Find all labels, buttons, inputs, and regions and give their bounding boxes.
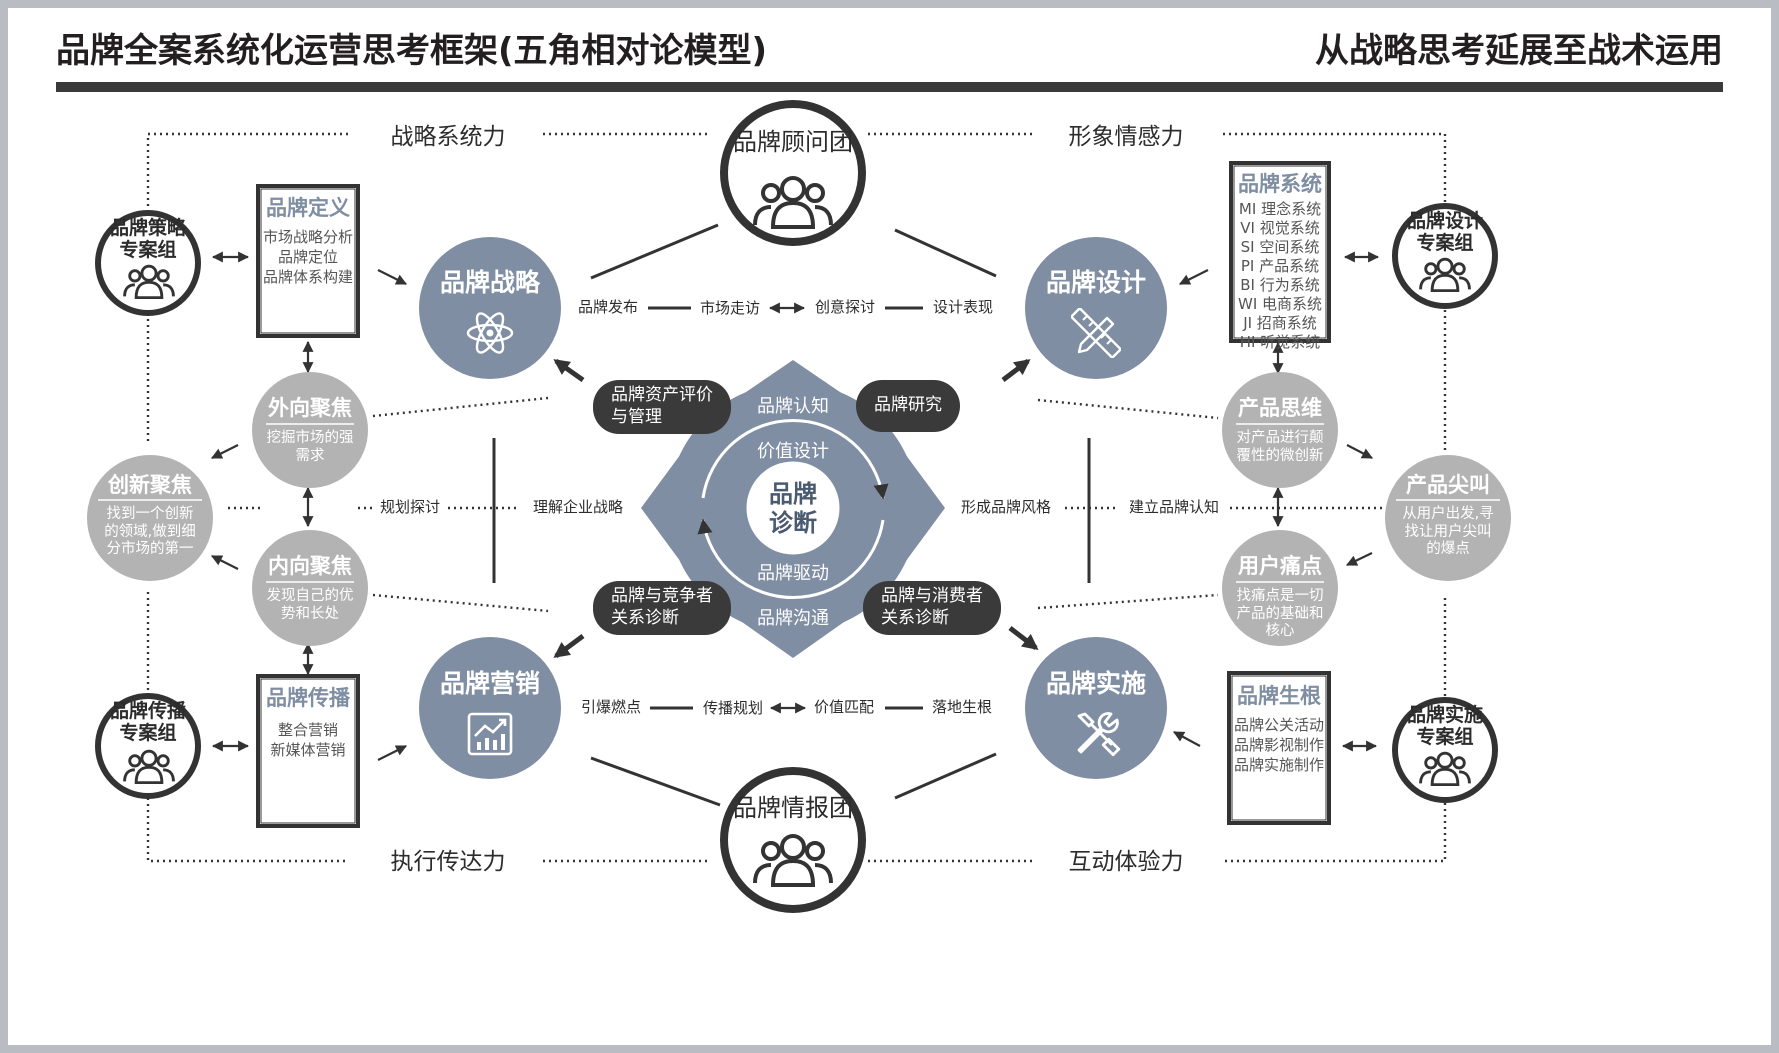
flow-left-0: 规划探讨	[379, 498, 441, 516]
core-implementation-title: 品牌实施	[1045, 669, 1147, 698]
wrench-screwdriver-icon	[1077, 712, 1121, 757]
focus-product-peak-title: 产品尖叫	[1406, 473, 1490, 497]
focus-circles	[87, 372, 1511, 646]
cards	[256, 161, 1331, 828]
pill-consumer-diagnosis: 品牌与消费者 关系诊断	[863, 581, 1001, 635]
card-system-line: SI 空间系统	[1240, 238, 1320, 256]
people-icon-strategy-group	[123, 264, 175, 299]
card-rooting-line: 品牌影视制作	[1233, 736, 1325, 754]
diagnosis-shape	[641, 360, 945, 658]
group-impl-label: 品牌实施 专案组	[1406, 704, 1484, 748]
card-system-line: MI 理念系统	[1238, 200, 1322, 218]
card-system-title: 品牌系统	[1238, 172, 1322, 196]
ruler-pencil-icon	[1071, 308, 1121, 358]
atom-icon	[466, 312, 514, 354]
focus-underlines	[98, 423, 1500, 583]
diagnosis-center-label: 品牌 诊断	[769, 480, 817, 537]
force-top-left: 战略系统力	[390, 124, 506, 150]
card-system-line: VI 视觉系统	[1240, 219, 1320, 237]
pill-brand-research: 品牌研究	[856, 380, 960, 432]
force-top-right: 形象情感力	[1068, 124, 1184, 150]
card-rooting-title: 品牌生根	[1237, 684, 1321, 708]
group-circles	[95, 203, 1498, 803]
card-system-line: JI 招商系统	[1243, 314, 1317, 332]
focus-product-peak-desc: 从用户出发,寻找让用户尖叫的爆点	[1402, 506, 1494, 558]
ring-label-cognition: 品牌认知	[757, 396, 829, 417]
focus-outward-desc: 挖掘市场的强需求	[266, 430, 354, 464]
small-arrows	[211, 251, 1380, 761]
card-system-line: PI 产品系统	[1240, 257, 1320, 275]
focus-product-thinking-title: 产品思维	[1238, 396, 1322, 420]
people-icon-advisor	[753, 176, 833, 229]
focus-innovation-title: 创新聚焦	[108, 473, 192, 497]
card-definition-line: 品牌定位	[277, 248, 339, 266]
flow-top-3: 设计表现	[932, 298, 994, 316]
page-subtitle: 从战略思考延展至战术运用	[1315, 31, 1723, 71]
focus-outward-title: 外向聚焦	[268, 396, 352, 420]
card-definition-line: 市场战略分析	[262, 228, 354, 246]
people-icon-design-group	[1419, 257, 1471, 292]
page-title: 品牌全案系统化运营思考框架(五角相对论模型)	[56, 31, 768, 71]
flow-left-1: 理解企业战略	[532, 498, 624, 516]
flow-bottom-1: 传播规划	[702, 699, 764, 717]
flow-right-0: 形成品牌风格	[960, 498, 1052, 516]
flow-bottom-2: 价值匹配	[813, 698, 875, 716]
focus-inward-title: 内向聚焦	[268, 554, 352, 578]
card-communication-title: 品牌传播	[266, 686, 350, 710]
ring-label-value-design: 价值设计	[757, 441, 829, 462]
pill-asset-evaluation: 品牌资产评价 与管理	[593, 380, 731, 434]
card-rooting-line: 品牌实施制作	[1233, 756, 1325, 774]
force-bottom-left: 执行传达力	[390, 849, 506, 875]
framework-canvas: 品牌全案系统化运营思考框架(五角相对论模型) 从战略思考延展至战术运用 战略系统…	[8, 8, 1771, 1045]
group-design-label: 品牌设计 专案组	[1406, 210, 1484, 254]
flow-bottom-3: 落地生根	[931, 698, 993, 716]
force-bottom-right: 互动体验力	[1068, 849, 1184, 875]
core-circles	[419, 237, 1167, 779]
flow-double-arrows	[768, 302, 807, 714]
core-arrows	[553, 358, 1039, 659]
focus-inward-desc: 发现自己的优势和长处	[266, 588, 354, 622]
flow-top-1: 市场走访	[699, 299, 761, 317]
ring-label-drive: 品牌驱动	[757, 563, 829, 584]
flow-right-1: 建立品牌认知	[1128, 498, 1220, 516]
flow-top-2: 创意探讨	[814, 298, 876, 316]
vertical-separators	[492, 438, 1091, 583]
hub-advisor-label: 品牌顾问团	[733, 128, 853, 156]
pill-competitor-diagnosis: 品牌与竞争者 关系诊断	[593, 581, 731, 635]
hub-connectors	[590, 223, 997, 807]
core-strategy-title: 品牌战略	[439, 268, 541, 297]
flow-bottom-0: 引爆燃点	[580, 698, 642, 716]
outer-dotted-frame	[146, 132, 1447, 863]
focus-pain-point-desc: 找痛点是一切产品的基础和核心	[1236, 588, 1324, 640]
people-icon-impl-group	[1419, 751, 1471, 786]
diagram-lines	[56, 82, 1723, 913]
card-rooting-line: 品牌公关活动	[1233, 716, 1325, 734]
people-icon-comm-group	[123, 749, 175, 784]
flow-top-0: 品牌发布	[577, 298, 639, 316]
group-strategy-label: 品牌策略 专案组	[109, 217, 187, 261]
group-comm-label: 品牌传播 专案组	[109, 700, 187, 744]
focus-product-thinking-desc: 对产品进行颠覆性的微创新	[1236, 430, 1324, 464]
card-definition-line: 品牌体系构建	[262, 268, 354, 286]
card-system-line: BI 行为系统	[1240, 276, 1320, 294]
card-communication-line: 整合营销	[277, 721, 339, 739]
core-design-title: 品牌设计	[1045, 268, 1147, 297]
growth-chart-icon	[467, 712, 513, 756]
ring-label-communication: 品牌沟通	[757, 608, 829, 629]
focus-pain-point-title: 用户痛点	[1238, 554, 1322, 578]
core-marketing-title: 品牌营销	[439, 669, 541, 698]
focus-innovation-desc: 找到一个创新的领域,做到细分市场的第一	[104, 506, 196, 558]
people-icon-intel	[753, 834, 833, 887]
card-system-line: WI 电商系统	[1237, 295, 1323, 313]
hub-intel-label: 品牌情报团	[733, 794, 853, 822]
card-system-line: HI 听觉系统	[1239, 333, 1321, 351]
card-communication-line: 新媒体营销	[270, 741, 346, 759]
flow-dashes	[648, 306, 923, 710]
hub-circles	[720, 100, 866, 913]
dotted-guides	[228, 396, 1386, 613]
header-rule	[56, 82, 1723, 92]
card-definition-title: 品牌定义	[266, 196, 350, 220]
